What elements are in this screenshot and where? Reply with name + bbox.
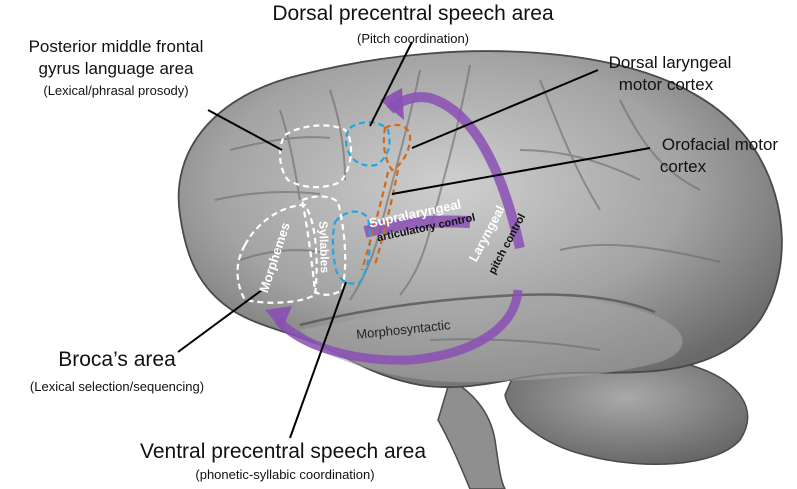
brainstem [437,378,506,489]
posterior-mfg-outline [279,124,353,189]
posterior-mfg-subtitle: (Lexical/phrasal prosody) [43,83,189,98]
laryngeal-motor-outline [382,123,412,172]
leader-orofacial [391,147,651,195]
purple-arrows [265,88,525,365]
ventral-precentral-subtitle: (phonetic-syllabic coordination) [195,467,375,482]
morphosyntactic-arrowhead [265,306,292,330]
region-outlines [236,121,412,304]
leader-dorsal-laryngeal [411,69,599,149]
broca-subtitle: (Lexical selection/sequencing) [29,379,205,394]
dorsal-laryngeal-line1: Dorsal laryngeal [608,53,732,72]
leader-posterior-mfg [207,109,283,151]
ventral-precentral-outline [331,210,372,285]
posterior-mfg-title-line2: gyrus language area [38,59,194,78]
posterior-mfg-title-line1: Posterior middle frontal [28,37,204,56]
morphosyntactic-arrow [274,289,523,365]
broca-title: Broca’s area [58,348,176,371]
syllables-outline [300,195,347,296]
orofacial-line2: cortex [659,157,707,176]
dorsal-laryngeal-line2: motor cortex [618,75,714,94]
supralaryngeal-arrowhead [380,88,404,120]
supralaryngeal-arrow [386,92,525,250]
leader-ventral-precentral [289,281,347,439]
ventral-precentral-title: Ventral precentral speech area [139,440,426,463]
dorsal-precentral-outline [344,121,391,167]
leader-lines [177,41,651,439]
morphemes-outline [236,203,318,304]
leader-broca [177,289,263,353]
leader-dorsal-precentral [369,41,413,127]
sylvian-fissure [299,293,656,327]
dorsal-precentral-subtitle: (Pitch coordination) [357,31,469,46]
supralaryngeal-tail [363,215,471,238]
orofacial-line1: Orofacial motor [661,135,779,154]
dorsal-precentral-title: Dorsal precentral speech area [272,2,554,25]
syllables-label: Syllables [316,220,332,274]
